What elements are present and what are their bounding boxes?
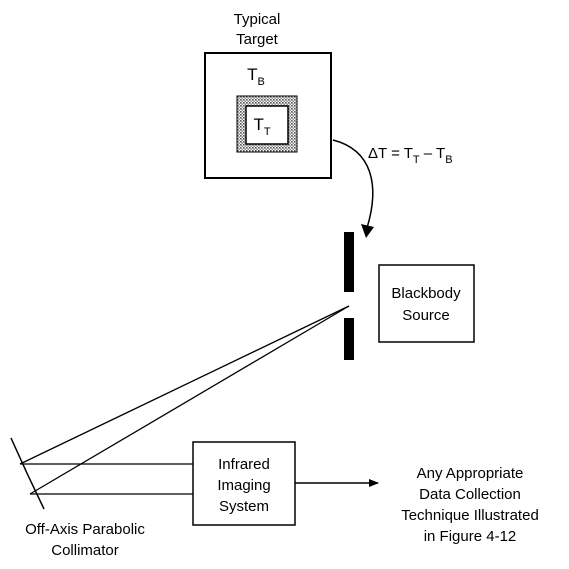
target-inner-box bbox=[245, 105, 289, 145]
target-background-box bbox=[204, 52, 332, 179]
target-to-slit-curve bbox=[332, 139, 374, 229]
blackbody-label-line2: Source bbox=[402, 307, 450, 324]
ray-lower bbox=[29, 305, 350, 495]
data-collection-line1: Any Appropriate bbox=[417, 465, 524, 482]
delta-t-equation: ΔT = TT – TB bbox=[368, 145, 453, 166]
blackbody-label-line1: Blackbody bbox=[391, 285, 461, 302]
data-collection-line3: Technique Illustrated bbox=[401, 507, 539, 524]
blackbody-source-box bbox=[378, 264, 475, 343]
data-collection-line2: Data Collection bbox=[419, 486, 521, 503]
imaging-label-line1: Infrared bbox=[218, 456, 270, 473]
target-title-line2: Target bbox=[236, 31, 279, 48]
target-temperature-label: TT bbox=[253, 115, 270, 138]
slit-plate-lower bbox=[344, 318, 354, 360]
target-to-slit-arrowhead bbox=[361, 224, 374, 238]
collimator-label-line2: Collimator bbox=[51, 542, 119, 559]
collimator-label-line1: Off-Axis Parabolic bbox=[25, 521, 145, 538]
parabolic-collimator-mirror bbox=[10, 437, 45, 510]
target-title-line1: Typical bbox=[234, 11, 281, 28]
imaging-label-line2: Imaging bbox=[217, 477, 270, 494]
ray-upper bbox=[19, 305, 350, 465]
data-collection-line4: in Figure 4-12 bbox=[424, 528, 517, 545]
imaging-label-line3: System bbox=[219, 498, 269, 515]
target-background-label: TB bbox=[247, 65, 265, 88]
slit-plate-upper bbox=[344, 232, 354, 292]
